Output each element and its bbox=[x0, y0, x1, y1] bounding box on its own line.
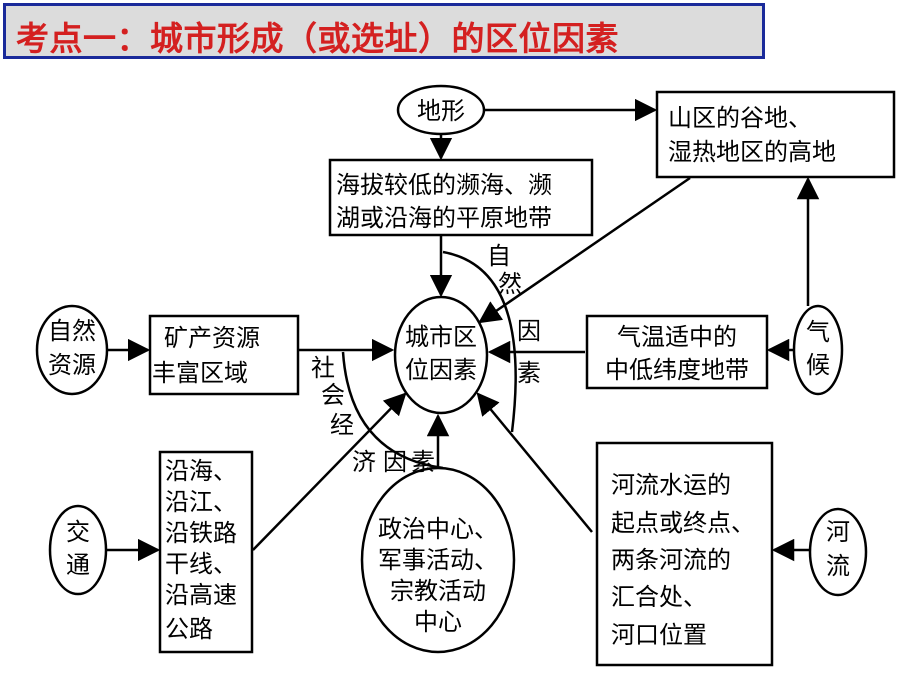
arrow-transportbox-to-center bbox=[252, 392, 407, 551]
transport-label-2: 通 bbox=[66, 551, 90, 579]
climate-box-line1: 气温适中的 bbox=[617, 323, 737, 351]
social-arc-char-3: 经 bbox=[330, 411, 354, 439]
social-arc-char-1: 社 bbox=[311, 354, 335, 382]
arrow-riverbox-to-center bbox=[476, 392, 593, 533]
natural-arc-char-3: 因 bbox=[517, 317, 541, 345]
river-line4: 汇合处、 bbox=[611, 583, 707, 611]
center-label-line2: 位因素 bbox=[405, 356, 477, 384]
transport-node bbox=[48, 504, 108, 596]
lowland-box bbox=[328, 158, 594, 237]
transport-line2: 沿江、 bbox=[165, 488, 237, 516]
transport-label-1: 交 bbox=[66, 518, 90, 546]
social-arc-char-4: 济 bbox=[352, 448, 376, 476]
mineral-line2: 丰富区域 bbox=[152, 359, 248, 387]
social-arc-char-5: 因 bbox=[383, 448, 407, 476]
river-line5: 河口位置 bbox=[611, 621, 707, 649]
natural-resources-label-2: 资源 bbox=[48, 351, 96, 379]
climate-label-1: 气 bbox=[806, 318, 830, 346]
page-title: 考点一：城市形成（或选址）的区位因素 bbox=[16, 19, 619, 58]
social-arc-char-2: 会 bbox=[321, 381, 345, 409]
transport-line4: 干线、 bbox=[165, 550, 237, 578]
mountain-line2: 湿热地区的高地 bbox=[668, 138, 836, 166]
natural-arc-char-4: 素 bbox=[517, 359, 541, 387]
politics-line2: 军事活动、 bbox=[378, 546, 498, 574]
river-line3: 两条河流的 bbox=[611, 546, 731, 574]
transport-line6: 公路 bbox=[165, 615, 213, 643]
river-line2: 起点或终点、 bbox=[611, 509, 755, 537]
connector-arrows bbox=[107, 98, 820, 562]
transport-line3: 沿铁路 bbox=[165, 519, 237, 547]
natural-resources-node bbox=[35, 304, 109, 396]
politics-node bbox=[360, 466, 516, 654]
mountain-box bbox=[655, 90, 896, 179]
arrow-mountain-to-center bbox=[478, 176, 691, 324]
lowland-line1: 海拔较低的濒海、濒 bbox=[336, 171, 552, 199]
center-label-line1: 城市区 bbox=[405, 323, 477, 351]
river-label-1: 河 bbox=[826, 518, 850, 546]
mountain-line1: 山区的谷地、 bbox=[668, 104, 812, 132]
lowland-line2: 湖或沿海的平原地带 bbox=[336, 204, 552, 232]
politics-line3: 宗教活动 bbox=[390, 577, 486, 605]
climate-box-line2: 中低纬度地带 bbox=[605, 356, 749, 384]
center-node bbox=[393, 295, 489, 415]
terrain-label: 地形 bbox=[417, 97, 465, 125]
natural-arc-char-2: 然 bbox=[498, 270, 522, 298]
social-factors-arc bbox=[341, 351, 444, 470]
transport-line1: 沿海、 bbox=[165, 457, 237, 485]
title-bar: 考点一：城市形成（或选址）的区位因素 bbox=[3, 3, 765, 59]
river-label-2: 流 bbox=[826, 552, 850, 580]
river-node bbox=[808, 507, 868, 597]
natural-resources-label-1: 自然 bbox=[48, 317, 96, 345]
transport-line5: 沿高速 bbox=[165, 581, 237, 609]
politics-line1: 政治中心、 bbox=[378, 515, 498, 543]
politics-line4: 中心 bbox=[414, 608, 462, 636]
mineral-line1: 矿产资源 bbox=[164, 324, 260, 352]
river-line1: 河流水运的 bbox=[611, 471, 731, 499]
natural-arc-char-1: 自 bbox=[487, 242, 511, 270]
climate-label-2: 候 bbox=[806, 351, 830, 379]
